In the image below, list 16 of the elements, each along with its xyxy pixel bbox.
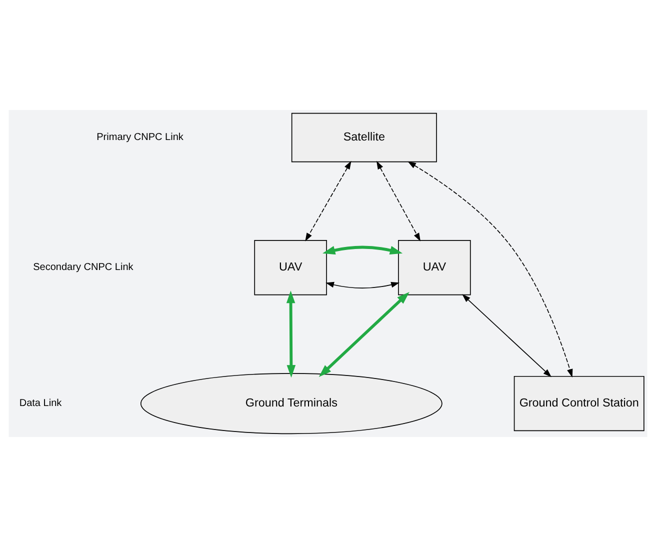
arrow: [376, 160, 421, 241]
arrow: [322, 245, 403, 254]
node-box: Ground Control Station: [514, 375, 644, 431]
legend-label: Data Link: [19, 398, 62, 409]
node-box: Satellite: [291, 112, 437, 162]
legend-label: Secondary CNPC Link: [33, 262, 134, 273]
arrow: [286, 290, 296, 378]
arrow: [462, 294, 552, 377]
legend-label: Primary CNPC Link: [96, 132, 184, 143]
arrow: [326, 281, 400, 288]
arrow: [305, 160, 352, 241]
arrow: [408, 160, 573, 377]
node-ellipse: Ground Terminals: [140, 372, 442, 434]
node-box: UAV: [398, 240, 471, 295]
node-box: UAV: [254, 240, 327, 295]
arrow: [318, 291, 410, 376]
